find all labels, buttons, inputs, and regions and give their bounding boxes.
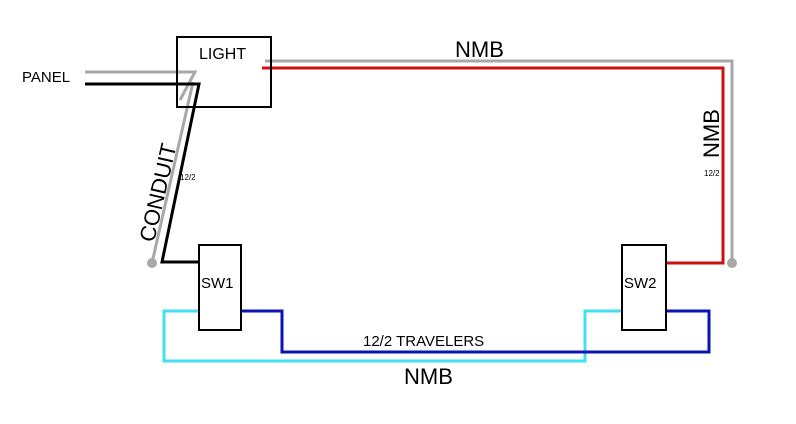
sw1-label: SW1	[201, 275, 234, 292]
nmb-top-label: NMB	[455, 37, 504, 62]
black-wire-panel-to-light	[85, 82, 201, 264]
panel-label: PANEL	[22, 69, 70, 86]
cyan-traveler-wire	[162, 309, 622, 363]
blue-traveler-wire-sw2	[585, 309, 711, 354]
gray-wire-panel-to-light	[85, 70, 198, 101]
black-wires	[85, 82, 201, 264]
conduit-end-dot	[147, 258, 157, 268]
nmb-bottom-label: NMB	[404, 364, 453, 389]
sw1-box	[198, 244, 242, 331]
gauge-right-label: 12/2	[704, 169, 720, 178]
conduit-label: CONDUIT	[135, 141, 182, 244]
sw2-box	[621, 244, 667, 331]
nmb-right-label: NMB	[699, 109, 724, 158]
gray-wires	[85, 59, 734, 264]
light-label: LIGHT	[199, 46, 246, 63]
travelers-label: 12/2 TRAVELERS	[363, 333, 484, 350]
red-wire-light-to-sw2	[262, 66, 725, 265]
gauge-left-label: 12/2	[180, 173, 196, 182]
sw2-label: SW2	[624, 275, 657, 292]
blue-traveler-wire	[241, 309, 585, 354]
gray-wire-conduit-to-sw1	[150, 81, 195, 264]
light-box	[176, 36, 272, 108]
sw2-gray-end-dot	[727, 258, 737, 268]
gray-wire-light-to-sw2	[265, 59, 734, 263]
